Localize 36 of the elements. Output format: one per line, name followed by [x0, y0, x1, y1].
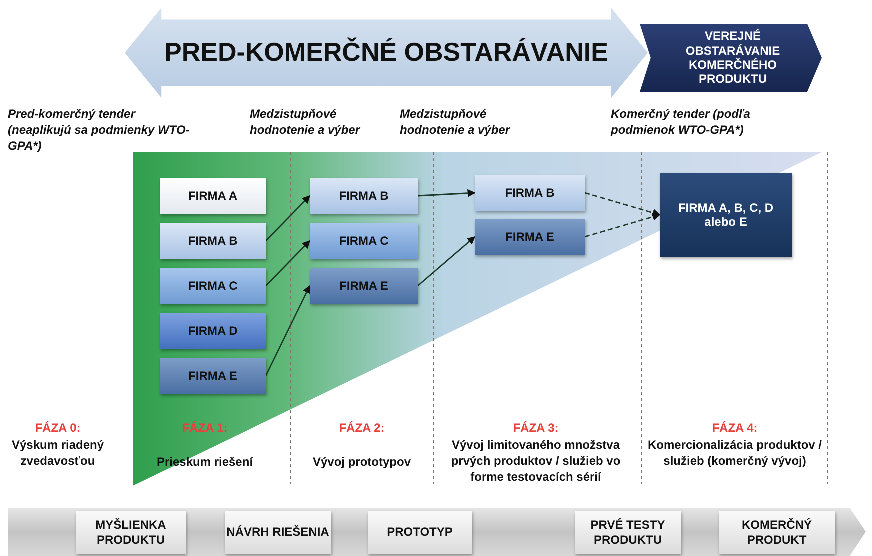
- arrow: [584, 213, 661, 238]
- arrow: [418, 236, 476, 287]
- phase-heading: FÁZA 4:: [711, 420, 759, 436]
- company-box: FIRMA E: [475, 219, 585, 255]
- phase-description: Vývoj prototypov: [312, 454, 412, 470]
- company-box: FIRMA B: [475, 175, 585, 211]
- stage-box: KOMERČNÝ PRODUKT: [719, 511, 835, 554]
- arrow: [266, 240, 311, 286]
- tender-note: Medzistupňové hodnotenie a výber: [400, 106, 512, 138]
- company-box: FIRMA E: [160, 358, 266, 394]
- arrow: [584, 192, 661, 217]
- tender-note: Medzistupňové hodnotenie a výber: [250, 106, 362, 138]
- company-box: FIRMA A, B, C, D alebo E: [660, 173, 792, 257]
- phase-heading: FÁZA 2:: [338, 420, 386, 436]
- phase-heading: FÁZA 1:: [181, 420, 229, 436]
- stage-box: PRVÉ TESTY PRODUKTU: [575, 511, 681, 554]
- phase-description: Komercionalizácia produktov / služieb (komerčný vývoj): [646, 437, 824, 470]
- company-box: FIRMA C: [310, 223, 418, 259]
- tender-note: Pred-komerčný tender (neaplikujú sa podmienky WTO-GPA*): [8, 106, 191, 155]
- company-box: FIRMA A: [160, 178, 266, 214]
- stage-box: MYŠLIENKA PRODUKTU: [76, 511, 186, 554]
- company-box: FIRMA D: [160, 313, 266, 349]
- stage-box: NÁVRH RIEŠENIA: [225, 511, 331, 554]
- phase-description: Vývoj limitovaného množstva prvých produktov / služieb vo forme testovacích sérií: [450, 437, 622, 486]
- phase-description: Výskum riadený zvedavosťou: [10, 437, 106, 470]
- phase-heading: FÁZA 0:: [34, 420, 82, 436]
- company-box: FIRMA B: [310, 178, 418, 214]
- company-box: FIRMA E: [310, 268, 418, 304]
- arrow: [266, 195, 311, 242]
- arrow: [265, 285, 311, 376]
- stage-box: PROTOTYP: [368, 511, 472, 554]
- phase-heading: FÁZA 3:: [512, 420, 560, 436]
- arrow: [418, 189, 476, 198]
- company-box: FIRMA B: [160, 223, 266, 259]
- tender-note: Komerčný tender (podľa podmienok WTO-GPA*): [611, 106, 752, 138]
- company-box: FIRMA C: [160, 268, 266, 304]
